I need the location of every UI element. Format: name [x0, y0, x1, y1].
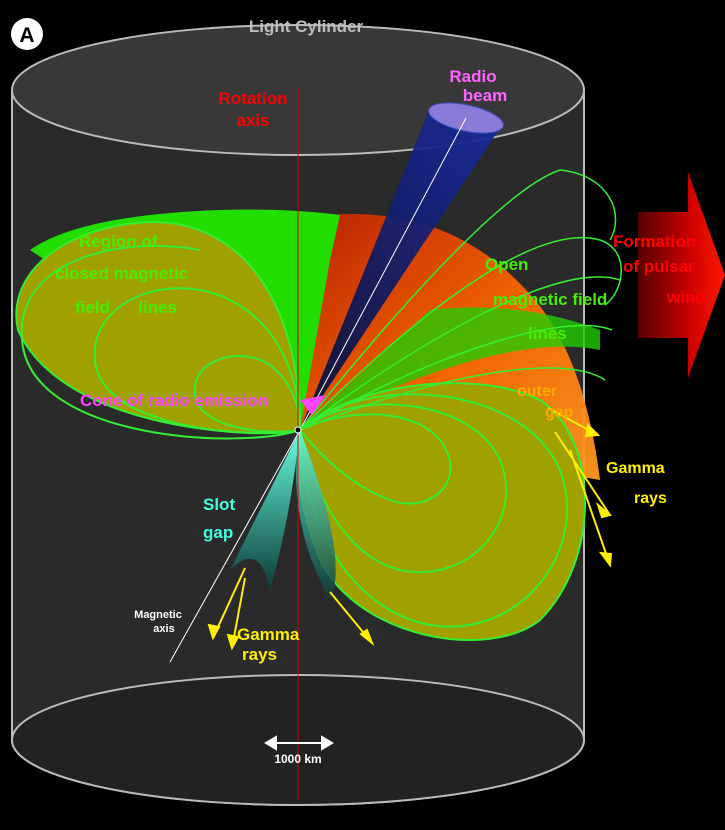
- pulsar-star: [294, 426, 302, 434]
- pulsar-wind-label-1: Formation: [613, 232, 696, 251]
- open-lines-label-2: magnetic field: [493, 290, 607, 309]
- cone-radio-label: Cone of radio emission: [80, 391, 268, 410]
- radio-beam-label-1: Radio: [449, 67, 496, 86]
- panel-label: A: [19, 24, 34, 47]
- gamma-rays-right-label-2: rays: [634, 490, 667, 507]
- closed-region-label-1: Region of: [79, 232, 158, 251]
- scale-bar: [264, 735, 334, 751]
- closed-region-upper-lobe: [15, 220, 302, 434]
- closed-field-lines-upper: [20, 244, 301, 440]
- radio-beam-axis: [299, 117, 467, 431]
- magnetic-axis-line: [169, 429, 301, 663]
- outer-gap-label-1: outer: [517, 383, 557, 400]
- panel-label-circle: [11, 18, 43, 50]
- magnetic-axis-label-2: axis: [153, 623, 174, 635]
- slot-gap-region: [230, 430, 300, 590]
- gamma-ray-arrows: [207, 407, 613, 651]
- closed-region-label-2: closed magnetic: [55, 264, 188, 283]
- gamma-rays-bottom-label-1: Gamma: [237, 625, 300, 644]
- radio-emission-cone-marker: [300, 395, 326, 415]
- light-cylinder-label: Light Cylinder: [249, 17, 364, 36]
- rotation-axis-label-1: Rotation: [219, 89, 288, 108]
- magnetic-axis-label-1: Magnetic: [134, 609, 182, 621]
- gamma-rays-bottom-label-2: rays: [242, 645, 277, 664]
- open-lines-label-3: lines: [528, 324, 567, 343]
- slot-gap-label-1: Slot: [203, 495, 235, 514]
- open-field-fan: [300, 307, 600, 430]
- gamma-rays-right-label-1: Gamma: [606, 460, 665, 477]
- rotation-axis-label-2: axis: [236, 111, 269, 130]
- slot-gap-region-right: [296, 430, 336, 600]
- radio-beam-label-2: beam: [463, 86, 507, 105]
- closed-field-lines-lower: [299, 393, 569, 628]
- radio-beam-cone: [300, 108, 502, 430]
- open-lines-label-1: Open: [485, 255, 528, 274]
- pulsar-wind-label-2: of pulsar: [623, 257, 695, 276]
- slot-gap-label-2: gap: [203, 523, 233, 542]
- scale-label: 1000 km: [274, 752, 321, 766]
- pulsar-wind-arrow: [638, 172, 725, 378]
- open-field-lines: [299, 169, 622, 431]
- pulsar-wind-label-3: wind: [666, 288, 706, 307]
- outer-gap-label-2: gap: [545, 404, 574, 421]
- closed-region-label-3: field lines: [75, 298, 177, 317]
